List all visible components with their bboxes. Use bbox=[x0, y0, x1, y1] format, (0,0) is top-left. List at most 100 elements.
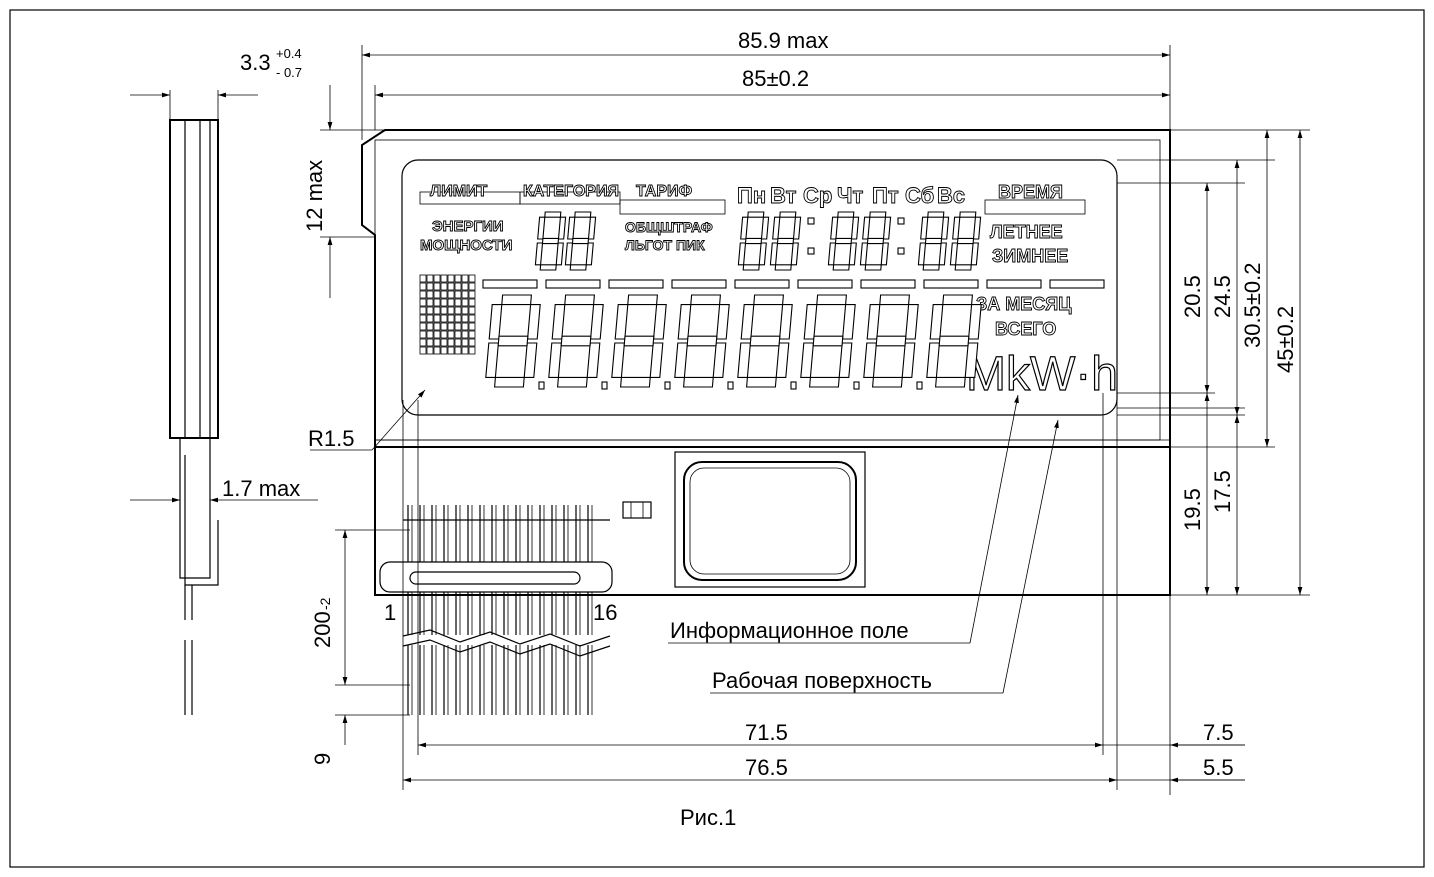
matrix-dot bbox=[433, 330, 441, 339]
decimal-point bbox=[853, 381, 860, 390]
dim-h-17-5: 17.5 bbox=[1210, 470, 1235, 513]
digit-segment bbox=[942, 294, 973, 306]
break-line-bottom bbox=[402, 639, 611, 657]
drawing-frame bbox=[9, 9, 1425, 868]
callout-info-field: Информационное поле bbox=[670, 618, 909, 643]
matrix-dot bbox=[447, 346, 455, 355]
matrix-dot bbox=[419, 338, 427, 347]
digit-segment bbox=[929, 304, 944, 340]
digit-segment bbox=[611, 342, 626, 378]
digit-segment bbox=[712, 342, 727, 378]
digit-segment bbox=[848, 242, 857, 266]
digit-segment bbox=[841, 304, 856, 340]
digit-segment bbox=[737, 342, 752, 378]
matrix-dot bbox=[440, 322, 448, 331]
time-colons bbox=[807, 217, 905, 255]
matrix-dot bbox=[454, 298, 462, 307]
digit-segment bbox=[753, 294, 784, 306]
digit-segment bbox=[922, 264, 940, 271]
side-view bbox=[130, 90, 318, 715]
digit-segment bbox=[551, 304, 566, 340]
digit-segment bbox=[485, 342, 500, 378]
matrix-dot bbox=[447, 314, 455, 323]
matrix-dot bbox=[468, 338, 476, 347]
dim-w-5-5: 5.5 bbox=[1203, 755, 1234, 780]
digit-segment bbox=[927, 211, 945, 218]
digit-segment bbox=[677, 304, 692, 340]
matrix-dot bbox=[461, 306, 469, 315]
small-digit bbox=[827, 211, 860, 271]
digit-segment bbox=[589, 304, 604, 340]
digit-segment bbox=[737, 242, 747, 266]
label-winter: ЗИМНЕЕ bbox=[992, 246, 1068, 266]
big-digit bbox=[485, 294, 541, 388]
digit-segment bbox=[557, 216, 567, 240]
lcd-bars bbox=[482, 279, 1105, 289]
digit-segment bbox=[772, 216, 781, 240]
matrix-dot bbox=[468, 282, 476, 291]
dim-h-24-5: 24.5 bbox=[1210, 275, 1235, 318]
dim-width-max: 85.9 max bbox=[738, 28, 829, 53]
digit-segment bbox=[497, 335, 529, 347]
digit-segment bbox=[569, 264, 587, 271]
digit-segment bbox=[901, 342, 916, 378]
big-digit bbox=[926, 294, 982, 388]
digit-segment bbox=[534, 242, 544, 266]
matrix-dot bbox=[419, 330, 427, 339]
label-sun: Вс bbox=[937, 183, 965, 208]
matrix-dot bbox=[468, 306, 476, 315]
digit-segment bbox=[555, 242, 564, 266]
digit-segment bbox=[859, 242, 869, 266]
label-sat: Сб bbox=[905, 183, 934, 208]
big-digit bbox=[737, 294, 793, 388]
matrix-dot bbox=[468, 346, 476, 355]
matrix-dot bbox=[419, 298, 427, 307]
digit-segment bbox=[926, 342, 941, 378]
lcd-big-digits bbox=[485, 294, 982, 390]
lcd-labels: ЛИМИТ КАТЕГОРИЯ ТАРИФ ЭНЕРГИИ МОЩНОСТИ О… bbox=[420, 182, 1119, 402]
label-time: ВРЕМЯ bbox=[998, 182, 1063, 202]
digit-segment bbox=[769, 242, 779, 266]
label-tariff: ТАРИФ bbox=[636, 183, 692, 200]
matrix-dot bbox=[433, 274, 441, 283]
digit-segment bbox=[574, 211, 592, 218]
digit-segment bbox=[816, 294, 847, 306]
lcd-dot-matrix bbox=[419, 274, 476, 355]
digit-segment bbox=[585, 242, 594, 266]
dim-h-45: 45±0.2 bbox=[1273, 306, 1298, 373]
digit-segment bbox=[560, 335, 592, 347]
digit-segment bbox=[623, 335, 655, 347]
digit-segment bbox=[742, 264, 760, 271]
digit-segment bbox=[972, 216, 982, 240]
digit-segment bbox=[882, 216, 892, 240]
matrix-dot bbox=[433, 338, 441, 347]
label-wed: Ср bbox=[803, 183, 832, 208]
digit-segment bbox=[674, 342, 689, 378]
matrix-dot bbox=[426, 338, 434, 347]
small-digit bbox=[917, 211, 950, 271]
matrix-dot bbox=[419, 282, 427, 291]
matrix-dot bbox=[468, 330, 476, 339]
matrix-dot bbox=[433, 322, 441, 331]
digit-segment bbox=[800, 342, 815, 378]
digit-segment bbox=[970, 242, 979, 266]
digit-segment bbox=[875, 335, 907, 347]
matrix-dot bbox=[419, 346, 427, 355]
digit-segment bbox=[564, 294, 595, 306]
digit-segment bbox=[614, 304, 629, 340]
break-line-top bbox=[402, 629, 611, 647]
digit-segment bbox=[862, 216, 871, 240]
digit-segment bbox=[803, 304, 818, 340]
digit-segment bbox=[686, 335, 718, 347]
small-digit bbox=[534, 211, 567, 271]
big-digit bbox=[674, 294, 730, 388]
matrix-dot bbox=[447, 298, 455, 307]
small-digit bbox=[564, 211, 597, 271]
matrix-dot bbox=[461, 274, 469, 283]
decimal-point bbox=[790, 381, 797, 390]
matrix-dot bbox=[440, 330, 448, 339]
digit-segment bbox=[832, 264, 850, 271]
dim-lead-length: 200 bbox=[310, 611, 335, 648]
matrix-dot bbox=[468, 290, 476, 299]
matrix-dot bbox=[454, 338, 462, 347]
